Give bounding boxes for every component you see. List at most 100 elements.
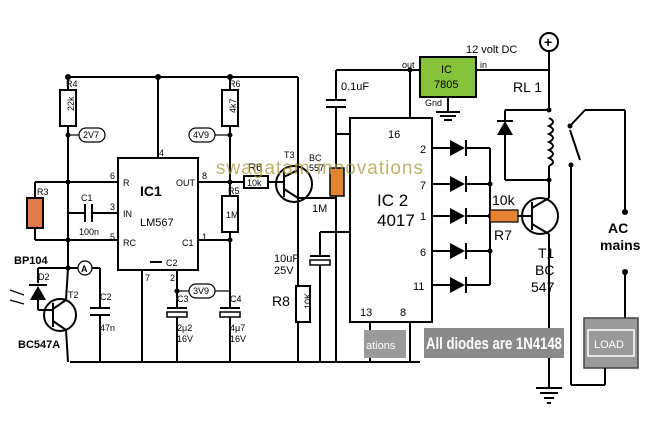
r7-value: 10k (492, 192, 516, 208)
ic1-lm567: IC1 LM567 R IN RC OUT C1 C2 4 8 6 3 5 1 … (110, 74, 233, 362)
r3-ref: R3 (37, 187, 49, 197)
ic1-pin-c2: C2 (166, 258, 178, 268)
resistor-1m: 1M (312, 167, 345, 362)
capacitor-c2: C2 47n (90, 268, 115, 362)
regulator-gnd-label: Gnd (425, 98, 442, 108)
ic2-part: 4017 (377, 211, 415, 230)
supply-label: 12 volt DC (466, 44, 517, 56)
capacitor-c4: C4 4μ7 16V (219, 290, 246, 362)
c1-value: 100n (79, 227, 99, 237)
supply-terminal: + 12 volt DC (466, 32, 559, 56)
ic2-4017: IC 2 4017 16 13 8 2 7 1 6 11 (349, 67, 433, 362)
c1-ref: C1 (81, 193, 93, 203)
r4-ref: R4 (66, 79, 78, 89)
c-10u-voltage: 25V (274, 265, 294, 277)
ac-line1: AC (608, 220, 628, 236)
rl1-ref: RL 1 (513, 79, 542, 95)
ic2-pin-2: 2 (420, 144, 426, 156)
r7-ref: R7 (494, 227, 512, 243)
r6b-value: 10k (247, 178, 262, 188)
r4-value: 22k (66, 96, 76, 111)
regulator-7805: IC 7805 out in Gnd (402, 56, 487, 121)
transistor-t2: T2 BC547A (18, 267, 79, 363)
c2-value: 47n (100, 323, 115, 333)
resistor-r6-base: 10k R6 (230, 162, 276, 189)
regulator-name: IC (441, 64, 452, 76)
diode-note: ations All diodes are 1N4148 (364, 328, 564, 358)
c4-voltage: 16V (230, 334, 246, 344)
note-partial: ations (366, 340, 396, 352)
node-3v9-label: 3V9 (193, 286, 209, 296)
ic1-pin-4: 4 (159, 148, 164, 158)
ic1-pin-3: 3 (110, 202, 115, 212)
ac-line2: mains (600, 237, 641, 253)
ac-mains: AC mains (600, 209, 641, 318)
t2-part: BC547A (18, 339, 60, 351)
watermark: swagatam innovations (216, 158, 424, 179)
resistor-r7: 10k R7 (489, 192, 530, 243)
note-text: All diodes are 1N4148 (426, 334, 562, 353)
node-a: A (68, 260, 93, 276)
ic1-pin-2: 2 (170, 273, 175, 283)
ic1-pin-c1: C1 (182, 238, 194, 248)
c4-ref: C4 (230, 294, 242, 304)
t1-ref: T1 (538, 245, 555, 261)
node-a-label: A (81, 264, 88, 274)
regulator-in-label: in (480, 60, 487, 70)
ic2-pin-11: 11 (413, 281, 424, 293)
t1-part: BC (535, 262, 554, 278)
ic2-pin-7: 7 (420, 180, 426, 192)
load-box: LOAD (583, 317, 639, 385)
ic1-pin-5: 5 (110, 232, 115, 242)
c3-ref: C3 (177, 294, 189, 304)
supply-plus-symbol: + (544, 34, 552, 50)
ic2-pin-8: 8 (400, 307, 406, 319)
regulator-out-label: out (402, 60, 415, 70)
r-1m-value: 1M (312, 203, 327, 215)
ic1-pin-7: 7 (145, 273, 150, 283)
ic1-pin-8: 8 (202, 171, 207, 181)
r6a-value: 4k7 (228, 98, 238, 113)
t3-part2: 557 (309, 163, 324, 173)
resistor-r4: 22k R4 (59, 74, 78, 240)
resistor-r6-top: 4k7 R6 (221, 74, 241, 290)
diode-bank (432, 140, 493, 293)
ic1-part: LM567 (140, 217, 174, 229)
r5-ref: R5 (228, 186, 240, 196)
r5-value: 1M (226, 210, 239, 220)
c4-value: 4μ7 (230, 323, 245, 333)
regulator-part: 7805 (434, 79, 458, 91)
d2-part: BP104 (14, 255, 49, 267)
ic2-pin-1: 1 (420, 211, 426, 223)
resistor-r8: 10K R8 (272, 285, 313, 323)
c-10u-value: 10uF (274, 253, 299, 265)
ic1-pin-6: 6 (110, 171, 115, 181)
node-3v9: 3V9 (174, 283, 230, 299)
ic1-pin-rc: RC (123, 238, 136, 248)
ic1-pin-in: IN (123, 209, 132, 219)
r8-ref: R8 (272, 293, 290, 309)
ic2-pin-16: 16 (388, 129, 400, 141)
node-2v7: 2V7 (65, 127, 106, 143)
c-top-value: 0.1uF (341, 81, 369, 93)
ic2-pin-13: 13 (360, 307, 372, 319)
ic1-pin-1: 1 (202, 232, 207, 242)
d2-ref: D2 (38, 272, 50, 282)
capacitor-c1: C1 100n (68, 193, 118, 237)
ic1-pin-out: OUT (176, 178, 196, 188)
ic1-pin-r: R (123, 178, 130, 188)
node-4v9: 4V9 (188, 127, 233, 143)
r8-value: 10K (303, 293, 313, 309)
relay-rl1: RL 1 (497, 79, 626, 386)
ic1-name: IC1 (140, 183, 162, 199)
capacitor-c3: C3 2μ2 16V (166, 294, 193, 362)
c2-ref: C2 (100, 292, 112, 302)
resistor-r5: 1M R5 (221, 186, 240, 233)
t3-ref: T3 (284, 150, 295, 160)
t2-ref: T2 (68, 290, 79, 300)
t1-part2: 547 (531, 279, 555, 295)
load-label: LOAD (594, 339, 624, 351)
t3-part: BC (309, 153, 322, 163)
